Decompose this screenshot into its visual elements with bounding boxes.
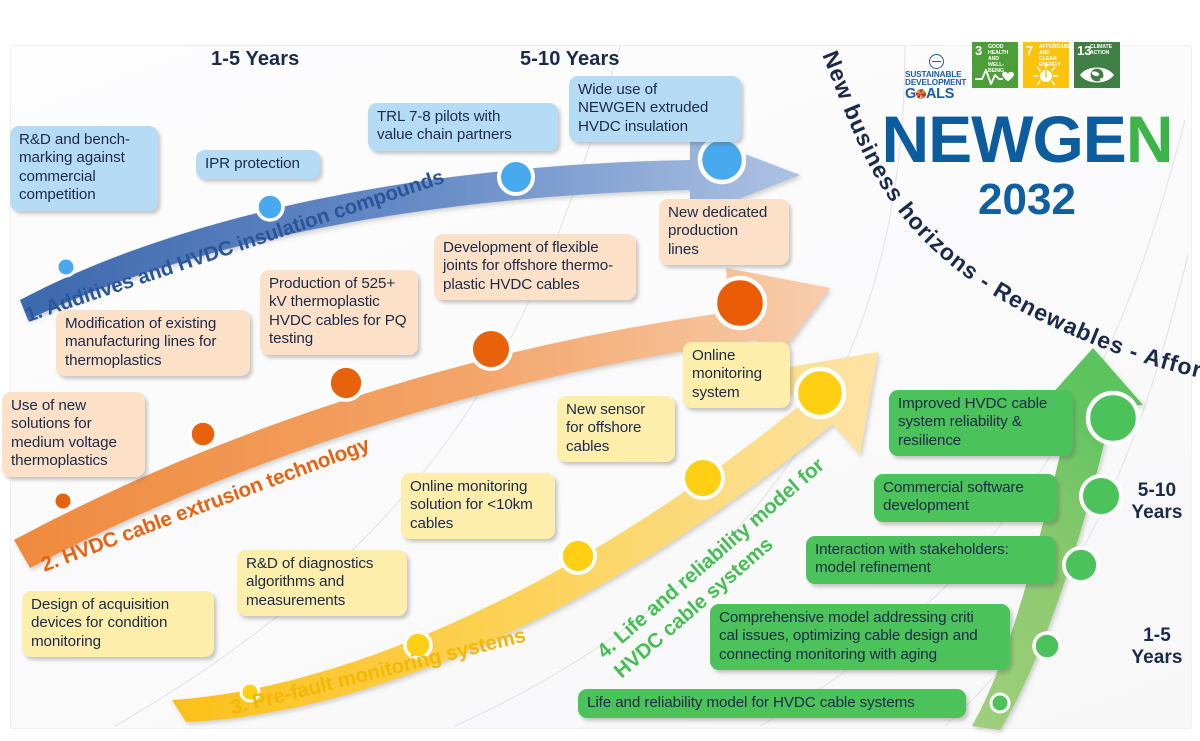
sdg-goal-3-title: GOOD HEALTH AND WELL-BEING (988, 44, 1009, 74)
track-1-nodes (55, 135, 747, 278)
sdg-goal-7-tile: 7 AFFORDABLE AND CLEAN ENERGY (1023, 42, 1069, 88)
track-4-box-1[interactable]: Life and reliability model for HVDC cabl… (578, 689, 966, 719)
phase-label-right-upper: 5-10 Years (1131, 480, 1183, 524)
track-3-box-5[interactable]: Online monitoring system (683, 342, 790, 409)
track-3-box-3[interactable]: Online monitoring solution for <10km cab… (401, 473, 555, 540)
phase-label-right-lower: 1-5 Years (1131, 625, 1183, 669)
eye-earth-icon (1080, 67, 1114, 83)
track-1-box-4[interactable]: Wide use of NEWGEN extruded HVDC insulat… (569, 76, 741, 143)
sdg-wordmark-line3: G ALS (905, 87, 967, 102)
sdg-wordmark-line1: SUSTAINABLE (905, 70, 962, 79)
track-2-box-1[interactable]: Use of new solutions for medium voltage … (2, 392, 145, 477)
newgen-wordmark: NEWGEN (862, 106, 1192, 172)
track-1-box-1[interactable]: R&D and bench- marking against commercia… (10, 126, 158, 211)
track-2-box-2[interactable]: Modification of existing manufacturing l… (56, 310, 250, 377)
track-4-box-3[interactable]: Interaction with stakeholders: model ref… (806, 536, 1056, 584)
track-2-box-3[interactable]: Production of 525+ kV thermoplastic HVDC… (260, 270, 418, 355)
sdg-wordmark-line2: DEVELOPMENT (905, 78, 967, 88)
track-4-arrow (972, 348, 1143, 730)
sdg-goal-3-number: 3 (975, 43, 983, 58)
newgen-year: 2032 (978, 174, 1076, 224)
track-4-box-4[interactable]: Commercial software development (874, 474, 1057, 522)
newgen-logo: NEWGEN 2032 (862, 106, 1192, 225)
sdg-goal-7-title: AFFORDABLE AND CLEAN ENERGY (1039, 44, 1069, 68)
track-2-box-4[interactable]: Development of flexible joints for offsh… (434, 234, 636, 301)
phase-label-top-left: 1-5 Years (211, 48, 300, 70)
sdg-goal-3-tile: 3 GOOD HEALTH AND WELL-BEING (972, 42, 1018, 88)
sdg-color-wheel-icon (915, 89, 926, 100)
track-3-box-4[interactable]: New sensor for offshore cables (557, 396, 675, 463)
sdg-goal-13-number: 13 (1077, 43, 1092, 58)
track-2-nodes (52, 275, 768, 512)
sdg-goal-13-title: CLIMATE ACTION (1090, 44, 1112, 56)
sdg-goals-als: ALS (925, 86, 955, 103)
sdg-goals-g: G (905, 86, 916, 103)
sdg-wordmark: SUSTAINABLE DEVELOPMENT G ALS (905, 42, 967, 102)
phase-label-top-right: 5-10 Years (520, 48, 620, 70)
track-3-nodes (239, 366, 847, 703)
sdg-goal-7-number: 7 (1026, 43, 1034, 58)
track-4-box-2[interactable]: Comprehensive model addressing criti cal… (710, 604, 1010, 671)
track-1-box-3[interactable]: TRL 7-8 pilots with value chain partners (368, 103, 558, 151)
newgen-word-green: N (1125, 102, 1174, 176)
track-3-box-1[interactable]: Design of acquisition devices for condit… (22, 591, 214, 658)
track-1-arrow (20, 133, 800, 320)
newgen-word-blue: NEWGE (881, 102, 1126, 176)
track-1-box-2[interactable]: IPR protection (196, 150, 320, 180)
track-2-arrow (14, 268, 830, 568)
sdg-goal-13-tile: 13 CLIMATE ACTION (1074, 42, 1120, 88)
un-emblem-icon (928, 54, 944, 69)
sun-power-icon (1033, 63, 1059, 86)
heartbeat-icon (975, 69, 1014, 85)
track-3-box-2[interactable]: R&D of diagnostics algorithms and measur… (237, 550, 407, 617)
sdg-block: SUSTAINABLE DEVELOPMENT G ALS 3 GOOD HEAL… (905, 42, 1120, 102)
track-4-nodes (989, 390, 1141, 714)
track-2-box-5[interactable]: New dedicated production lines (659, 199, 789, 266)
track-4-box-5[interactable]: Improved HVDC cable system reliability &… (889, 390, 1073, 457)
